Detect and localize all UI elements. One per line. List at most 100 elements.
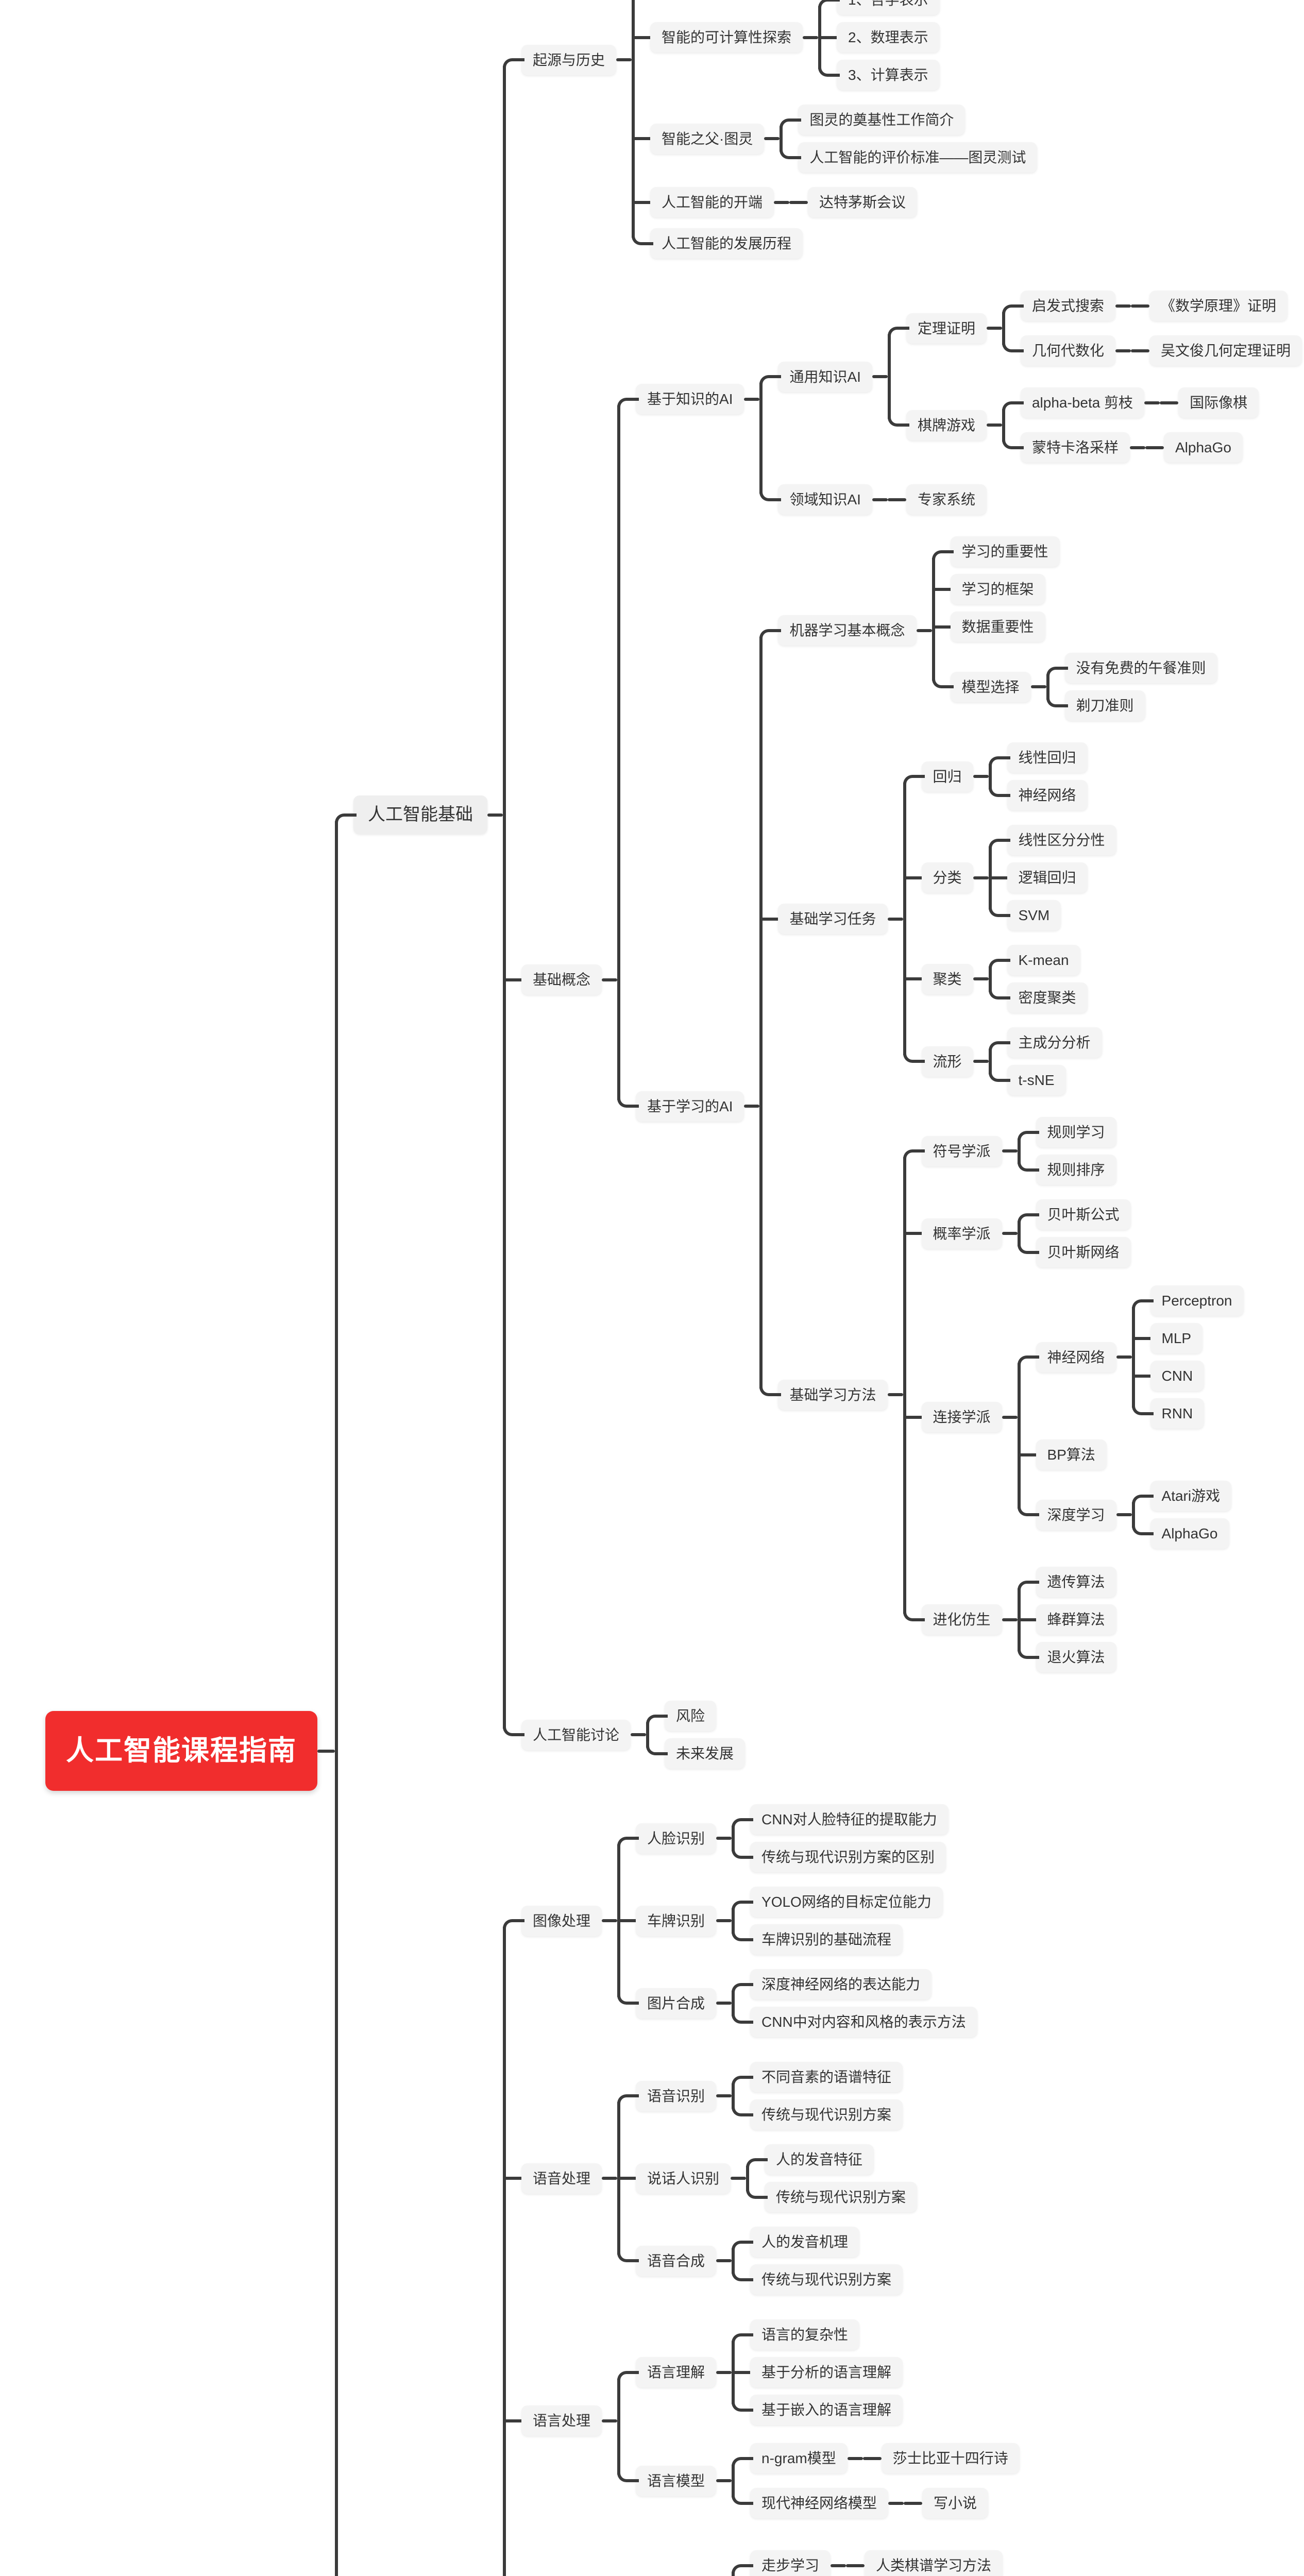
node-label[interactable]: 风险	[665, 1701, 717, 1731]
node-label[interactable]: 1、哲学表示	[837, 0, 940, 15]
node-label[interactable]: 蜂群算法	[1036, 1604, 1116, 1635]
node-label[interactable]: 回归	[921, 761, 989, 792]
node-label[interactable]: 模型选择	[950, 671, 1046, 702]
node-label[interactable]: 神经网络	[1036, 1342, 1132, 1372]
node-label[interactable]: 走步学习	[750, 2550, 846, 2576]
node-label[interactable]: 语言处理	[521, 2405, 618, 2436]
node-label[interactable]: CNN	[1150, 1361, 1205, 1391]
node-label[interactable]: t-sNE	[1007, 1065, 1066, 1095]
node-label[interactable]: 人工智能的发展历程	[650, 228, 803, 259]
node-label[interactable]: 退火算法	[1036, 1642, 1116, 1672]
node-label[interactable]: 基于分析的语言理解	[750, 2357, 903, 2387]
node-label[interactable]: 3、计算表示	[837, 60, 940, 90]
node-label[interactable]: 传统与现代识别方案	[750, 2099, 903, 2130]
node-label[interactable]: 流形	[921, 1046, 989, 1077]
node-label[interactable]: 传统与现代识别方案的区别	[750, 1842, 946, 1872]
node-label[interactable]: 图片合成	[636, 1988, 732, 2019]
node-label[interactable]: 写小说	[922, 2488, 989, 2518]
node-label[interactable]: 国际像棋	[1178, 387, 1259, 418]
node-label[interactable]: 连接学派	[921, 1402, 1018, 1432]
node-label[interactable]: n-gram模型	[750, 2443, 863, 2473]
node-label[interactable]: 语音合成	[636, 2245, 732, 2276]
node-label[interactable]: 智能之父·图灵	[650, 123, 780, 154]
node-label[interactable]: 启发式搜索	[1020, 291, 1131, 321]
node-label[interactable]: 线性区分分性	[1007, 825, 1116, 855]
node-label[interactable]: 说话人识别	[636, 2163, 747, 2194]
node-label[interactable]: 吴文俊几何定理证明	[1149, 335, 1302, 366]
node-label[interactable]: 基于知识的AI	[636, 384, 760, 414]
node-label[interactable]: 概率学派	[921, 1218, 1018, 1249]
node-label[interactable]: 人工智能讨论	[521, 1719, 647, 1750]
node-label[interactable]: 棋牌游戏	[906, 410, 1002, 440]
node-label[interactable]: 起源与历史	[521, 44, 632, 75]
node-label[interactable]: 分类	[921, 862, 989, 893]
node-label[interactable]: 传统与现代识别方案	[765, 2182, 918, 2212]
node-label[interactable]: 现代神经网络模型	[750, 2488, 904, 2518]
node-label[interactable]: 2、数理表示	[837, 22, 940, 53]
node-label[interactable]: 车牌识别的基础流程	[750, 1924, 903, 1955]
node-label[interactable]: Atari游戏	[1150, 1481, 1232, 1511]
node-label[interactable]: 基于嵌入的语言理解	[750, 2395, 903, 2425]
node-label[interactable]: 基础概念	[521, 964, 618, 995]
node-label[interactable]: 图灵的奠基性工作简介	[798, 105, 966, 135]
node-label[interactable]: 没有免费的午餐准则	[1064, 653, 1217, 683]
node-label[interactable]: 贝叶斯网络	[1036, 1237, 1131, 1267]
node-label[interactable]: 语言理解	[636, 2357, 732, 2387]
node-label[interactable]: 遗传算法	[1036, 1567, 1116, 1597]
node-label[interactable]: 聚类	[921, 963, 989, 994]
node-label[interactable]: 密度聚类	[1007, 982, 1088, 1013]
node-label[interactable]: 几何代数化	[1020, 335, 1131, 366]
node-label[interactable]: AlphaGo	[1163, 432, 1243, 463]
node-label[interactable]: 人的发音特征	[765, 2144, 874, 2175]
node-label[interactable]: CNN中对内容和风格的表示方法	[750, 2007, 977, 2037]
node-label[interactable]: 语言模型	[636, 2465, 732, 2496]
node-label[interactable]: YOLO网络的目标定位能力	[750, 1887, 943, 1917]
node-label[interactable]: 语音识别	[636, 2080, 732, 2111]
node-label[interactable]: 线性回归	[1007, 742, 1088, 773]
node-label[interactable]: 学习的框架	[950, 574, 1045, 604]
node-label[interactable]: AlphaGo	[1150, 1518, 1229, 1549]
node-label[interactable]: 未来发展	[665, 1738, 746, 1769]
node-label[interactable]: 进化仿生	[921, 1604, 1018, 1635]
node-label[interactable]: SVM	[1007, 900, 1061, 930]
node-label[interactable]: alpha-beta 剪枝	[1020, 387, 1160, 418]
node-label[interactable]: 剃刀准则	[1064, 690, 1145, 721]
node-label[interactable]: K-mean	[1007, 945, 1080, 975]
node-label[interactable]: 人工智能的评价标准——图灵测试	[798, 142, 1038, 173]
node-label[interactable]: 达特茅斯会议	[808, 187, 918, 217]
node-label[interactable]: BP算法	[1036, 1439, 1107, 1470]
node-label[interactable]: 学习的重要性	[950, 536, 1060, 567]
node-label[interactable]: RNN	[1150, 1398, 1205, 1429]
node-label[interactable]: 基础学习任务	[778, 904, 903, 934]
node-label[interactable]: 人脸识别	[636, 1823, 732, 1854]
node-label[interactable]: CNN对人脸特征的提取能力	[750, 1804, 949, 1835]
node-label[interactable]: 语音处理	[521, 2163, 618, 2194]
node-label[interactable]: 《数学原理》证明	[1149, 291, 1288, 321]
node-label[interactable]: MLP	[1150, 1323, 1203, 1353]
node-label[interactable]: 人工智能基础	[353, 795, 503, 834]
node-label[interactable]: 主成分分析	[1007, 1027, 1102, 1058]
node-label[interactable]: 深度学习	[1036, 1499, 1132, 1530]
node-label[interactable]: 贝叶斯公式	[1036, 1199, 1131, 1230]
node-label[interactable]: 语言的复杂性	[750, 2319, 860, 2350]
node-label[interactable]: 不同音素的语谱特征	[750, 2062, 903, 2092]
node-label[interactable]: 神经网络	[1007, 780, 1088, 810]
node-label[interactable]: 莎士比亚十四行诗	[881, 2443, 1020, 2473]
node-label[interactable]: 规则排序	[1036, 1155, 1116, 1185]
node-label[interactable]: 逻辑回归	[1007, 862, 1088, 893]
node-label[interactable]: 车牌识别	[636, 1905, 732, 1936]
node-label[interactable]: Perceptron	[1150, 1285, 1244, 1316]
node-label[interactable]: 人工智能的开端	[650, 187, 790, 217]
node-label[interactable]: 定理证明	[906, 313, 1002, 344]
node-label[interactable]: 规则学习	[1036, 1117, 1116, 1147]
node-label[interactable]: 图像处理	[521, 1905, 618, 1936]
node-label[interactable]: 机器学习基本概念	[778, 615, 932, 646]
node-label[interactable]: 传统与现代识别方案	[750, 2264, 903, 2295]
node-label[interactable]: 智能的可计算性探索	[650, 22, 819, 53]
node-label[interactable]: 专家系统	[906, 484, 987, 515]
node-label[interactable]: 人的发音机理	[750, 2227, 860, 2257]
node-label[interactable]: 符号学派	[921, 1136, 1018, 1166]
node-label[interactable]: 基础学习方法	[778, 1379, 903, 1410]
node-label[interactable]: 深度神经网络的表达能力	[750, 1969, 932, 1999]
node-label[interactable]: 领域知识AI	[778, 484, 888, 515]
